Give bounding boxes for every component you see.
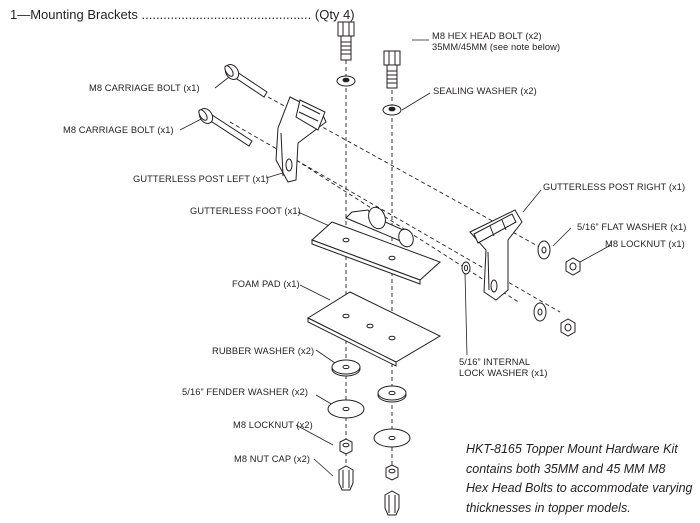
label-m8-nut-cap: M8 NUT CAP (x2) [234, 454, 311, 464]
internal-lock-washer [461, 261, 471, 275]
flat-washer-upper [537, 240, 551, 260]
locknut-left [339, 438, 353, 455]
locknut-right-lower [560, 318, 576, 337]
nut-cap-right [384, 490, 400, 516]
kit-note-line1: HKT-8165 Topper Mount Hardware Kit [466, 442, 678, 456]
kit-note-line4: thicknesses in topper models. [466, 500, 631, 515]
kit-note-line3: Hex Head Bolts to accommodate varying [466, 481, 693, 495]
gutterless-post-right [469, 209, 523, 301]
gutterless-post-left [275, 96, 327, 183]
flat-washer-lower [533, 302, 547, 322]
sealing-washer-right [382, 104, 402, 116]
label-sealing-washer: SEALING WASHER (x2) [433, 86, 537, 96]
label-gutterless-post-left: GUTTERLESS POST LEFT (x1) [133, 174, 269, 184]
label-gutterless-foot: GUTTERLESS FOOT (x1) [190, 206, 301, 216]
rubber-washer-left [331, 359, 361, 377]
gutterless-foot [311, 206, 441, 285]
label-rubber-washer: RUBBER WASHER (x2) [212, 346, 315, 356]
label-flat-washer: 5/16” FLAT WASHER (x1) [577, 222, 687, 232]
label-m8-locknut-right: M8 LOCKNUT (x1) [605, 239, 685, 249]
sealing-washer-left [336, 75, 356, 87]
locknut-right-upper [565, 257, 581, 276]
label-internal-lock-washer-line2: LOCK WASHER (x1) [459, 368, 548, 378]
fender-washer-right [373, 428, 411, 448]
fender-washer-left [327, 399, 365, 419]
kit-note-line2: contains both 35MM and 45 MM M8 [466, 461, 666, 476]
locknut-right-bottom [385, 464, 399, 481]
label-bolt-size-note: 35MM/45MM (see note below) [432, 42, 561, 52]
hex-head-bolt-right [383, 50, 401, 89]
label-fender-washer: 5/16” FENDER WASHER (x2) [182, 387, 309, 397]
kit-note: HKT-8165 Topper Mount Hardware Kit conta… [466, 440, 698, 518]
carriage-bolt-lower [198, 108, 253, 147]
leader-lines [179, 39, 612, 477]
mounting-brackets-header: 1—Mounting Brackets ....................… [10, 7, 355, 22]
rubber-washer-right [377, 385, 407, 403]
label-m8-locknut-left: M8 LOCKNUT (x2) [233, 420, 313, 430]
label-gutterless-post-right: GUTTERLESS POST RIGHT (x1) [543, 182, 686, 192]
label-m8-carriage-bolt-lower: M8 CARRIAGE BOLT (x1) [63, 125, 174, 135]
label-m8-hex-head-bolt: M8 HEX HEAD BOLT (x2) [432, 31, 542, 41]
foam-pad [306, 291, 442, 367]
label-foam-pad: FOAM PAD (x1) [232, 279, 300, 289]
carriage-bolt-upper [224, 64, 268, 98]
label-internal-lock-washer-line1: 5/16” INTERNAL [459, 357, 531, 367]
nut-cap-left [338, 465, 354, 491]
hex-head-bolt-left [337, 21, 355, 61]
label-m8-carriage-bolt-upper: M8 CARRIAGE BOLT (x1) [89, 83, 200, 93]
